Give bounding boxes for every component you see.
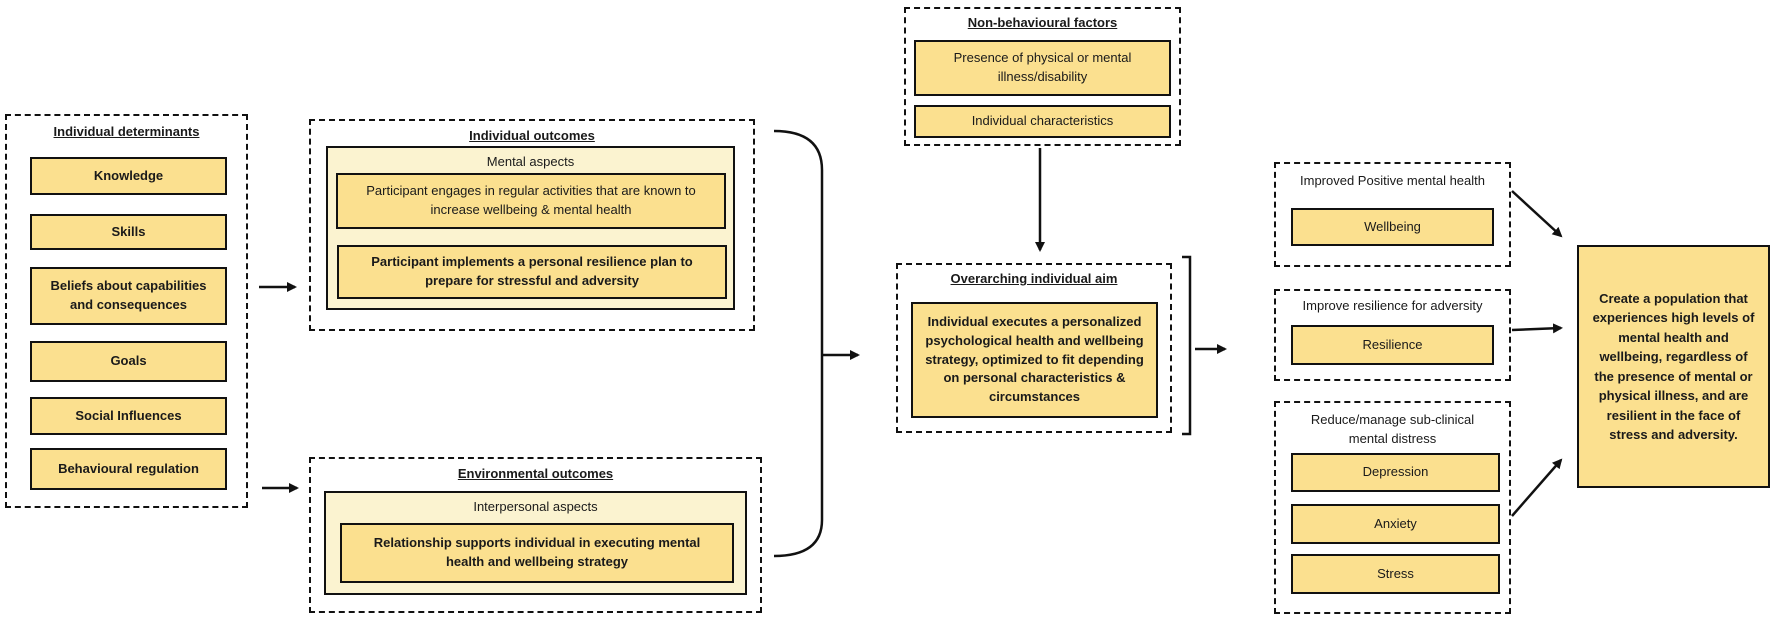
outcome-depression: Depression — [1291, 453, 1500, 492]
factor-individual-characteristics: Individual characteristics — [914, 105, 1171, 138]
individual-determinants-title: Individual determinants — [53, 124, 200, 139]
individual-outcomes-group: Individual outcomes Mental aspects Parti… — [309, 119, 755, 331]
outcome-wellbeing: Wellbeing — [1291, 208, 1494, 246]
determinant-social-influences: Social Influences — [30, 397, 227, 435]
positive-mental-health-group: Improved Positive mental health Wellbein… — [1274, 162, 1511, 267]
mental-aspects-panel: Mental aspects Participant engages in re… — [326, 146, 735, 310]
determinant-skills: Skills — [30, 214, 227, 250]
arrow-distress-to-goal — [1511, 458, 1563, 517]
factor-illness-disability: Presence of physical or mental illness/d… — [914, 40, 1171, 96]
overarching-aim-title: Overarching individual aim — [950, 271, 1118, 286]
bracket-outcomes — [773, 129, 824, 558]
arrow-wellbeing-to-goal — [1511, 190, 1563, 238]
overarching-aim-group: Overarching individual aim Individual ex… — [896, 263, 1172, 433]
interpersonal-aspects-panel: Interpersonal aspects Relationship suppo… — [324, 491, 747, 595]
determinant-beliefs: Beliefs about capabilities and consequen… — [30, 267, 227, 325]
non-behavioural-factors-group: Non-behavioural factors Presence of phys… — [904, 7, 1181, 146]
bracket-aim — [1182, 255, 1192, 436]
interpersonal-aspects-title: Interpersonal aspects — [473, 499, 598, 514]
positive-mental-health-title: Improved Positive mental health — [1300, 173, 1485, 188]
individual-outcomes-title: Individual outcomes — [469, 128, 595, 143]
determinant-behavioural-regulation: Behavioural regulation — [30, 448, 227, 490]
non-behavioural-factors-title: Non-behavioural factors — [967, 15, 1118, 30]
environmental-outcomes-title: Environmental outcomes — [457, 466, 614, 481]
outcome-stress: Stress — [1291, 554, 1500, 594]
outcome-regular-activities: Participant engages in regular activitie… — [336, 173, 726, 229]
arrow-resilience-to-goal — [1511, 323, 1563, 334]
resilience-title: Improve resilience for adversity — [1302, 298, 1483, 313]
resilience-group: Improve resilience for adversity Resilie… — [1274, 289, 1511, 381]
mental-distress-title: Reduce/manage sub-clinical mental distre… — [1310, 412, 1475, 446]
determinant-knowledge: Knowledge — [30, 157, 227, 195]
determinant-goals: Goals — [30, 341, 227, 382]
outcome-relationship-support: Relationship supports individual in exec… — [340, 523, 734, 583]
outcome-resilience: Resilience — [1291, 325, 1494, 365]
mental-distress-group: Reduce/manage sub-clinical mental distre… — [1274, 401, 1511, 614]
outcome-resilience-plan: Participant implements a personal resili… — [337, 245, 727, 299]
overarching-aim-text: Individual executes a personalized psych… — [911, 302, 1158, 418]
final-goal-box: Create a population that experiences hig… — [1577, 245, 1770, 488]
outcome-anxiety: Anxiety — [1291, 504, 1500, 544]
environmental-outcomes-group: Environmental outcomes Interpersonal asp… — [309, 457, 762, 613]
individual-determinants-group: Individual determinants Knowledge Skills… — [5, 114, 248, 508]
mental-aspects-title: Mental aspects — [486, 154, 575, 169]
